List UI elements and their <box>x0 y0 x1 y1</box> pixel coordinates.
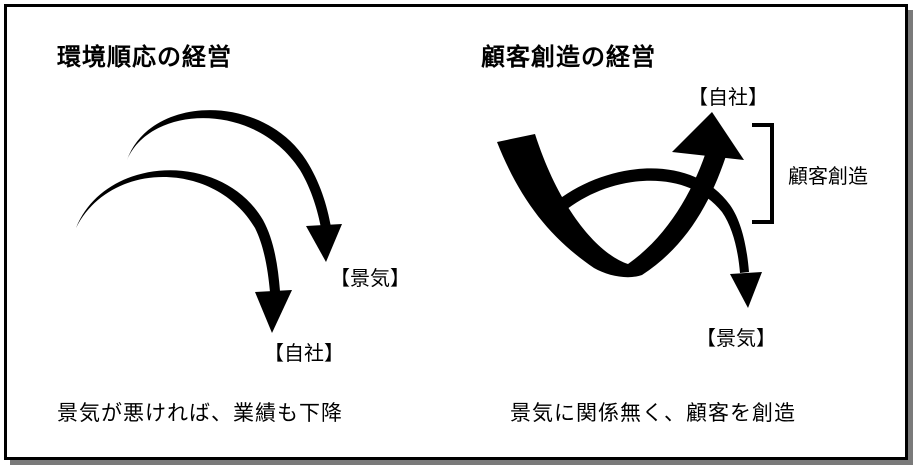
left-panel-title: 環境順応の経営 <box>57 43 232 71</box>
right-label-customer-creation: 顧客創造 <box>788 164 868 188</box>
customer-creation-bracket <box>752 123 774 224</box>
frame-shadow-right <box>908 10 913 463</box>
left-panel-caption: 景気が悪ければ、業績も下降 <box>57 401 343 425</box>
economy-arrow-right <box>548 168 762 308</box>
right-label-economy: 【景気】 <box>696 326 776 350</box>
company-arrow-left <box>76 170 292 333</box>
frame-shadow-bottom <box>10 460 913 465</box>
economy-arrow-left <box>127 110 342 262</box>
company-arrow-right <box>497 112 744 278</box>
left-label-company: 【自社】 <box>264 341 344 365</box>
diagram-frame <box>4 4 908 460</box>
left-label-economy: 【景気】 <box>330 266 410 290</box>
right-panel-title: 顧客創造の経営 <box>481 43 656 71</box>
right-label-company: 【自社】 <box>688 85 768 109</box>
right-panel-caption: 景気に関係無く、顧客を創造 <box>510 401 796 425</box>
